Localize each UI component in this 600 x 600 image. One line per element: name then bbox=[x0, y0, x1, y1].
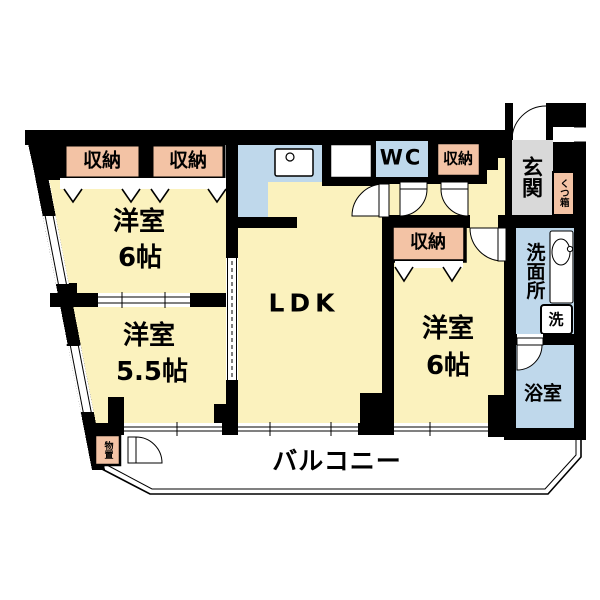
balcony-label: バルコニー bbox=[272, 446, 402, 476]
utility-box bbox=[328, 142, 374, 180]
balcony-windows bbox=[124, 422, 488, 436]
entrance-floor bbox=[512, 140, 553, 215]
shoe-cabinet-box bbox=[552, 171, 575, 216]
window-room-right bbox=[394, 422, 488, 436]
washing-machine-box bbox=[540, 304, 573, 335]
room-top-size: 6帖 bbox=[117, 243, 163, 273]
storage-shed-label: 物置 bbox=[102, 441, 113, 459]
entrance-door-arc bbox=[511, 105, 547, 141]
bathroom-label: 浴室 bbox=[523, 382, 563, 405]
right-wall-window bbox=[574, 126, 586, 143]
room-right-name: 洋室 bbox=[421, 314, 475, 344]
window-room-left bbox=[124, 422, 222, 436]
wc-label: WC bbox=[379, 145, 423, 170]
ldk-label: LDK bbox=[268, 288, 340, 318]
storage-shed-box bbox=[93, 433, 122, 467]
wc-floor bbox=[376, 141, 428, 177]
washroom-label: 洗面所 bbox=[523, 242, 546, 300]
shoe-cabinet-label: くつ箱 bbox=[557, 178, 569, 208]
wc-door bbox=[399, 188, 428, 217]
closet-label-1: 収納 bbox=[82, 149, 122, 172]
closet-right-strip bbox=[395, 261, 463, 268]
slant-windows bbox=[42, 214, 94, 414]
room-top-name: 洋室 bbox=[112, 207, 166, 237]
room-left-size: 5.5帖 bbox=[115, 357, 189, 387]
closet-bifold-marks bbox=[63, 188, 227, 204]
hall-closet-door bbox=[440, 188, 469, 217]
washing-machine-label: 洗 bbox=[548, 310, 564, 329]
kitchen-sink bbox=[274, 148, 314, 177]
closet-hall bbox=[435, 141, 482, 178]
closet-right-bifold-marks bbox=[394, 266, 462, 283]
closet-label-2: 収納 bbox=[168, 149, 208, 172]
doors bbox=[127, 181, 544, 464]
room-left-name: 洋室 bbox=[122, 321, 176, 351]
closet-label-right: 収納 bbox=[410, 232, 446, 253]
window-ldk bbox=[238, 422, 358, 436]
entrance-label: 玄関 bbox=[519, 156, 544, 198]
washroom-vanity bbox=[549, 230, 574, 304]
sliding-door-ldk bbox=[226, 258, 238, 380]
closet-label-hall: 収納 bbox=[442, 149, 474, 168]
closet-front-strip bbox=[60, 178, 226, 189]
sliding-door-rooms bbox=[98, 292, 190, 308]
bathroom-door bbox=[516, 344, 543, 371]
shed-door bbox=[135, 436, 163, 464]
balcony-railing bbox=[99, 440, 582, 495]
room-right-size: 6帖 bbox=[425, 351, 471, 381]
